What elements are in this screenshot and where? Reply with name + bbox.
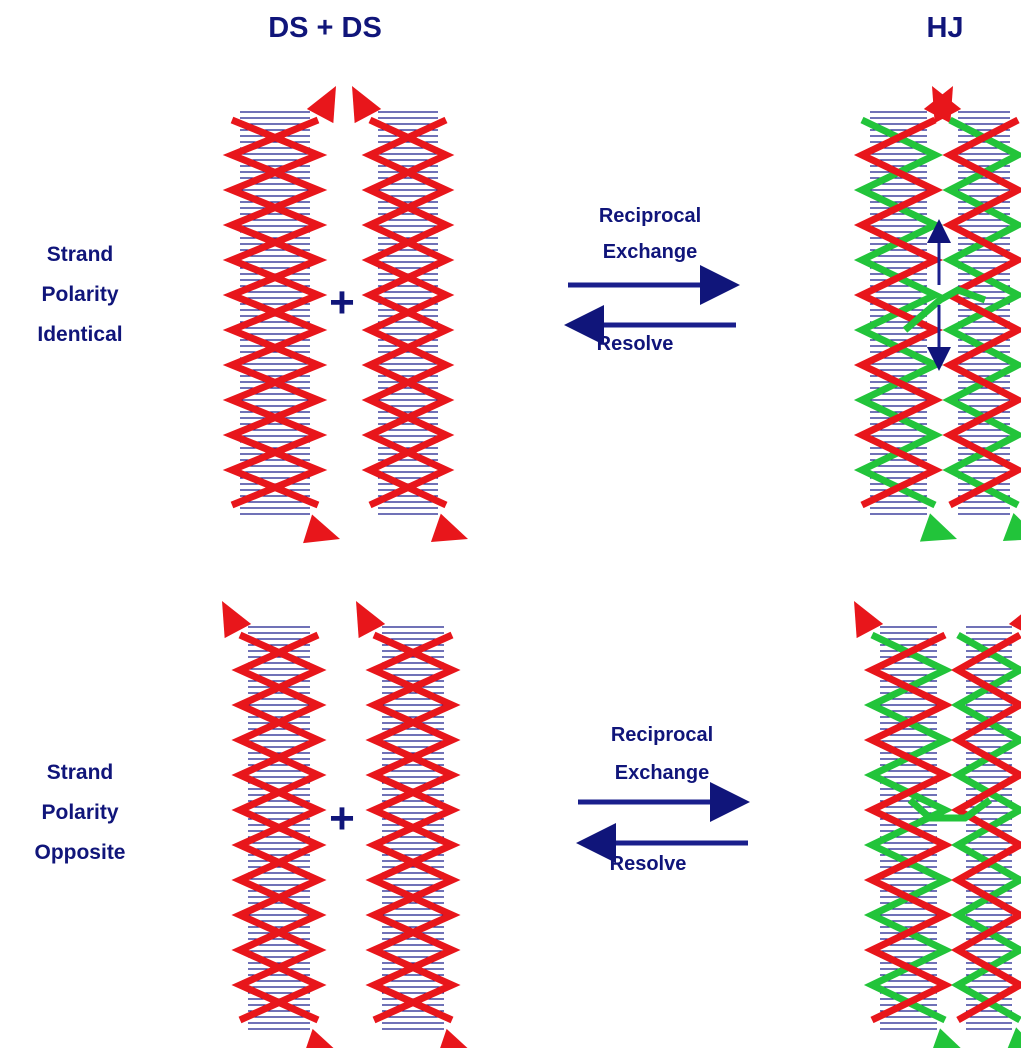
forward-label-row2: Reciprocal Exchange (572, 716, 752, 792)
strand-a (950, 631, 1021, 1024)
plus-sign-row2: + (329, 794, 355, 843)
strand-a-arrowhead (306, 86, 336, 124)
duplex-left-row1 (222, 86, 340, 544)
header-ds-ds: DS + DS (268, 12, 382, 44)
side-label-line-3: Identical (37, 323, 123, 346)
strand-b-arrowhead (306, 1028, 334, 1048)
junction-strand (907, 797, 993, 822)
strand-a-arrowhead (356, 601, 386, 639)
side-label-line-1: Strand (46, 761, 114, 784)
strand-a-arrowhead (854, 601, 884, 639)
duplex-right-row1 (352, 86, 468, 543)
strand-b-arrowhead (430, 513, 468, 543)
side-label-line-2: Polarity (41, 801, 119, 824)
strand-a-arrowhead (1008, 614, 1021, 631)
strand-a-arrowhead (222, 601, 252, 639)
duplex-left-row2 (222, 601, 334, 1048)
strand-b-arrowhead (1002, 512, 1021, 542)
side-label-line-3: Opposite (34, 841, 126, 864)
junction-row1 (902, 286, 987, 333)
forward-label-line-2: Exchange (602, 241, 698, 263)
strand-a (863, 631, 954, 1024)
strand-a (853, 116, 944, 509)
strand-a (942, 116, 1021, 509)
strand-b-arrowhead (919, 513, 957, 542)
side-label-opposite: Strand Polarity Opposite (10, 753, 150, 873)
strand-a (231, 631, 327, 1024)
duplex-right-row2 (356, 601, 468, 1048)
plus-sign-row1: + (329, 278, 355, 327)
strand-a-arrowhead (352, 86, 382, 124)
strand-b-arrowhead (440, 1028, 468, 1048)
strand-b-arrowhead (1007, 1027, 1021, 1048)
hj-right-row1 (932, 86, 1021, 542)
side-label-identical: Strand Polarity Identical (10, 235, 150, 355)
strand-a-arrowhead (932, 86, 962, 124)
strand-b-arrowhead (933, 1028, 961, 1048)
forward-label-line-1: Reciprocal (598, 205, 702, 227)
hj-left-row2 (854, 601, 961, 1048)
hj-left-row1 (853, 86, 957, 542)
reverse-label-row1: Resolve (596, 333, 674, 355)
forward-label-row1: Reciprocal Exchange (560, 198, 740, 270)
forward-label-line-2: Exchange (614, 762, 710, 784)
hj-right-row2 (950, 614, 1021, 1048)
junction-row2 (907, 797, 993, 822)
header-hj: HJ (926, 12, 964, 44)
reverse-label-row2: Resolve (609, 853, 687, 875)
strand-a (365, 631, 461, 1024)
strand-b-arrowhead (303, 514, 340, 544)
side-label-line-1: Strand (46, 243, 114, 266)
junction-strand (902, 286, 987, 333)
side-label-line-2: Polarity (41, 283, 119, 306)
strand-a (222, 116, 328, 509)
strand-a (361, 116, 455, 509)
forward-label-line-1: Reciprocal (610, 724, 714, 746)
